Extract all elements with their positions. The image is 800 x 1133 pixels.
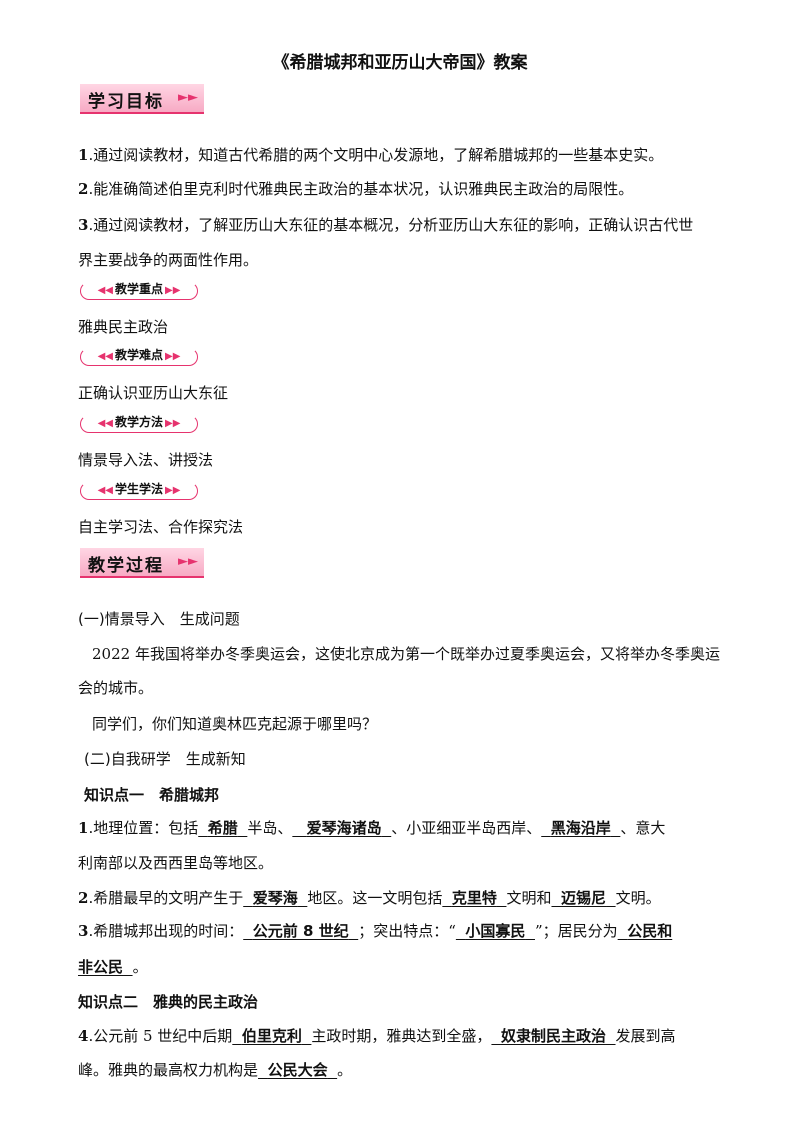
arrow-right-icon: ▶▶ (165, 485, 181, 496)
knowledge-point-1-heading: 知识点一 希腊城邦 (84, 786, 220, 804)
objective-2: 2.能准确简述伯里克利时代雅典民主政治的基本状况，认识雅典民主政治的局限性。 (78, 180, 634, 198)
intro-paragraph: 2022 年我国将举办冬季奥运会，这使北京成为第一个既举办过夏季奥运会，又将举办… (92, 645, 720, 663)
question-3: 3.希腊城邦出现的时间： 公元前 8 世纪 ；突出特点：“ 小国寡民 ”；居民分… (78, 922, 673, 940)
study-method-text: 自主学习法、合作探究法 (78, 518, 244, 536)
section-banner-objectives: 学习目标 ►► (80, 84, 204, 114)
answer-blank: 小国寡民 (465, 922, 526, 940)
method-text: 情景导入法、讲授法 (78, 451, 214, 469)
arrow-left-icon: ◀◀ (97, 418, 113, 429)
pill-study-method: ◀◀学生学法▶▶ (80, 482, 198, 500)
objective-1: 1.通过阅读教材，知道古代希腊的两个文明中心发源地，了解希腊城邦的一些基本史实。 (78, 146, 664, 164)
answer-blank: 爱琴海 (252, 889, 298, 907)
part2-heading: (二)自我研学 生成新知 (84, 750, 246, 768)
answer-blank: 非公民 (78, 958, 124, 976)
answer-blank: 公民大会 (267, 1061, 328, 1079)
objective-3: 3.通过阅读教材，了解亚历山大东征的基本概况，分析亚历山大东征的影响，正确认识古… (78, 216, 694, 234)
arrow-right-icon: ▶▶ (165, 351, 181, 362)
pill-key-point: ◀◀教学重点▶▶ (80, 282, 198, 300)
objective-3-cont: 界主要战争的两面性作用。 (78, 251, 259, 269)
knowledge-point-2-heading: 知识点二 雅典的民主政治 (78, 993, 259, 1011)
question-4-cont: 峰。雅典的最高权力机构是 公民大会 。 (78, 1061, 353, 1079)
pill-difficulty: ◀◀教学难点▶▶ (80, 348, 198, 366)
banner-label: 教学过程 (88, 556, 164, 576)
answer-blank: 克里特 (451, 889, 497, 907)
arrow-right-icon: ▶▶ (165, 418, 181, 429)
question-1-cont: 利南部以及西西里岛等地区。 (78, 854, 274, 872)
key-point-text: 雅典民主政治 (78, 318, 169, 336)
arrow-left-icon: ◀◀ (97, 485, 113, 496)
question-2: 2.希腊最早的文明产生于 爱琴海 地区。这一文明包括 克里特 文明和 迈锡尼 文… (78, 889, 661, 907)
answer-blank: 迈锡尼 (561, 889, 607, 907)
difficulty-text: 正确认识亚历山大东征 (78, 384, 229, 402)
part1-heading: (一)情景导入 生成问题 (78, 610, 240, 628)
pill-method: ◀◀教学方法▶▶ (80, 415, 198, 433)
answer-blank: 爱琴海诸岛 (306, 819, 382, 837)
answer-blank: 奴隶制民主政治 (500, 1027, 606, 1045)
intro-question: 同学们，你们知道奥林匹克起源于哪里吗？ (92, 715, 378, 733)
arrow-left-icon: ◀◀ (97, 285, 113, 296)
banner-label: 学习目标 (88, 92, 164, 112)
answer-blank: 公民和 (627, 922, 673, 940)
double-arrow-icon: ►► (178, 554, 198, 569)
document-title: 《希腊城邦和亚历山大帝国》教案 (272, 53, 528, 73)
question-1: 1.地理位置：包括 希腊 半岛、 爱琴海诸岛 、小亚细亚半岛西岸、 黑海沿岸 、… (78, 819, 666, 837)
answer-blank: 希腊 (207, 819, 238, 837)
question-4: 4.公元前 5 世纪中后期 伯里克利 主政时期，雅典达到全盛， 奴隶制民主政治 … (78, 1027, 676, 1045)
answer-blank: 公元前 8 世纪 (252, 922, 349, 940)
section-banner-process: 教学过程 ►► (80, 548, 204, 578)
question-3-cont: 非公民 。 (78, 958, 148, 976)
arrow-right-icon: ▶▶ (165, 285, 181, 296)
double-arrow-icon: ►► (178, 90, 198, 105)
answer-blank: 伯里克利 (241, 1027, 302, 1045)
intro-paragraph-cont: 会的城市。 (78, 679, 154, 697)
arrow-left-icon: ◀◀ (97, 351, 113, 362)
answer-blank: 黑海沿岸 (550, 819, 611, 837)
